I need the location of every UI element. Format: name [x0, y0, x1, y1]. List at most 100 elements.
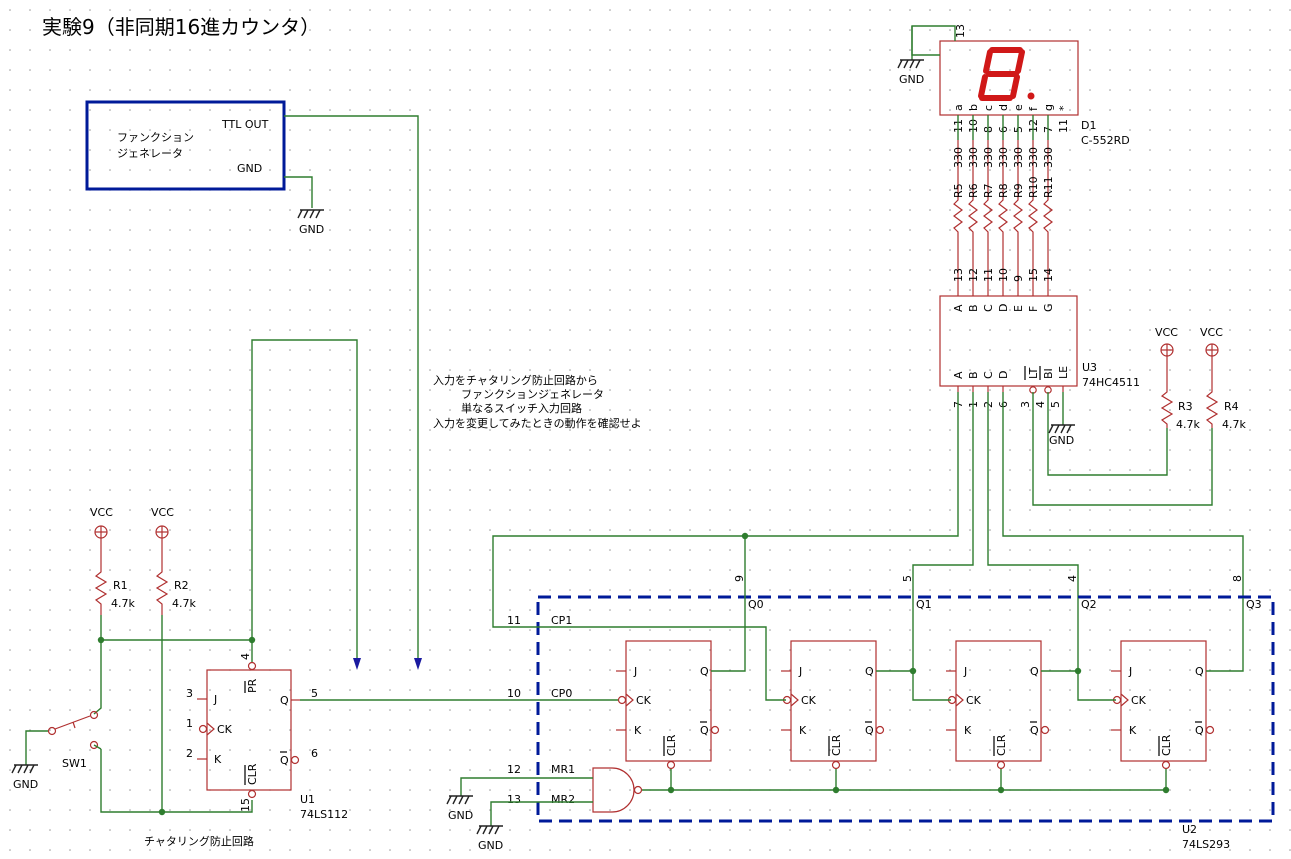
svg-text:74LS112: 74LS112	[300, 808, 348, 821]
svg-text:Q: Q	[1195, 724, 1204, 737]
u3-output-pin: 14	[1042, 268, 1055, 282]
svg-text:Q: Q	[700, 724, 709, 737]
r2-resistor: R2 4.7k	[155, 538, 196, 615]
resistor-ref: R7	[982, 183, 995, 198]
u2-part: 74LS293	[1182, 838, 1230, 851]
u2-output-name: Q2	[1081, 598, 1097, 611]
resistor-value: 330	[997, 147, 1010, 168]
vcc-symbol-r1: VCC	[90, 506, 113, 539]
u3-input-letter: B	[967, 371, 980, 379]
u2-output-pin: 5	[901, 575, 914, 582]
d1-segment-letter: e	[1012, 104, 1025, 111]
segment-resistor	[1013, 140, 1023, 296]
resistor-value: 330	[1042, 147, 1055, 168]
svg-text:Q: Q	[865, 665, 874, 678]
sw1-switch: SW1	[47, 710, 99, 770]
u3-control-pin: 3	[1019, 401, 1032, 408]
resistor-ref: R11	[1042, 176, 1055, 198]
svg-text:Q: Q	[1195, 665, 1204, 678]
svg-text:Q: Q	[865, 724, 874, 737]
resistor-ref: R9	[1012, 183, 1025, 198]
svg-text:入力を変更してみたときの動作を確認せよ: 入力を変更してみたときの動作を確認せよ	[433, 416, 642, 430]
svg-text:CP1: CP1	[551, 614, 572, 627]
svg-text:4.7k: 4.7k	[172, 597, 196, 610]
svg-text:15: 15	[239, 798, 252, 812]
d1-segment-letter: *	[1057, 105, 1070, 111]
function-generator: ファンクション ジェネレータ TTL OUT GND	[85, 100, 286, 191]
u3-control-letter: BI	[1042, 368, 1055, 379]
d1-seven-segment-display: 13 D1 C-552RD	[939, 24, 1130, 147]
u3-output-letter: D	[997, 304, 1010, 312]
svg-text:J: J	[213, 693, 217, 706]
svg-text:5: 5	[311, 687, 318, 700]
svg-text:CK: CK	[1131, 694, 1147, 707]
gnd-symbol-mr2: GND	[476, 825, 503, 852]
u2-ref: U2	[1182, 823, 1197, 836]
u3-part: 74HC4511	[1082, 376, 1140, 389]
svg-text:1: 1	[186, 717, 193, 730]
svg-text:GND: GND	[448, 809, 473, 822]
resistor-value: 330	[1012, 147, 1025, 168]
svg-text:2: 2	[186, 747, 193, 760]
svg-text:4.7k: 4.7k	[111, 597, 135, 610]
svg-text:13: 13	[507, 793, 521, 806]
svg-text:CK: CK	[966, 694, 982, 707]
u3-input-letter: A	[952, 371, 965, 379]
u2-output-pin: 4	[1066, 575, 1079, 582]
resistor-value: 330	[967, 147, 980, 168]
u3-output-letter: E	[1012, 305, 1025, 312]
segment-resistors: 330R513330R612330R711330R810330R99330R10…	[952, 115, 1055, 296]
u3-output-pin: 15	[1027, 268, 1040, 282]
svg-text:Q: Q	[700, 665, 709, 678]
svg-text:ファンクションジェネレータ: ファンクションジェネレータ	[461, 388, 604, 401]
svg-text:MR2: MR2	[551, 793, 575, 806]
svg-text:CK: CK	[801, 694, 817, 707]
d1-segment-letter: a	[952, 104, 965, 111]
fg-label-line2: ジェネレータ	[117, 147, 183, 160]
svg-text:CLR: CLR	[1160, 734, 1173, 756]
u2-output-name: Q0	[748, 598, 764, 611]
svg-text:CP0: CP0	[551, 687, 572, 700]
u3-output-pin: 11	[982, 268, 995, 282]
r1-resistor: R1 4.7k	[94, 538, 135, 615]
svg-text:単なるスイッチ入力回路: 単なるスイッチ入力回路	[461, 401, 582, 415]
svg-text:PR: PR	[246, 678, 259, 693]
u3-input-letter: C	[982, 371, 995, 379]
segment-resistor	[1028, 140, 1038, 296]
u3-control-letter: LT	[1027, 367, 1040, 379]
reset-nand-gate	[592, 767, 643, 813]
gnd-symbol-sw: GND	[11, 764, 38, 791]
u3-control-pin: 4	[1034, 401, 1047, 408]
resistor-ref: R8	[997, 183, 1010, 198]
u2-boundary	[536, 595, 1275, 823]
svg-text:Q: Q	[280, 754, 289, 767]
d1-segment-letter: c	[982, 105, 995, 111]
svg-text:MR1: MR1	[551, 763, 575, 776]
svg-text:K: K	[799, 724, 807, 737]
svg-text:11: 11	[507, 614, 521, 627]
segment-resistor	[953, 140, 963, 296]
svg-text:Q: Q	[280, 694, 289, 707]
svg-text:R4: R4	[1224, 400, 1239, 413]
u3-output-pin: 9	[1012, 275, 1025, 282]
svg-text:CK: CK	[217, 723, 233, 736]
svg-text:R1: R1	[113, 579, 128, 592]
vcc-symbol-r3: VCC	[1155, 326, 1178, 357]
svg-text:K: K	[214, 753, 222, 766]
svg-text:VCC: VCC	[1155, 326, 1178, 339]
d1-segment-letter: f	[1027, 106, 1040, 111]
resistor-value: 330	[982, 147, 995, 168]
d1-segment-letter: g	[1042, 104, 1055, 111]
fg-label-line1: ファンクション	[117, 131, 194, 144]
fg-gnd-label: GND	[237, 162, 262, 175]
svg-text:GND: GND	[899, 73, 924, 86]
resistor-ref: R10	[1027, 176, 1040, 198]
svg-text:K: K	[964, 724, 972, 737]
page-title: 実験9（非同期16進カウンタ）	[42, 15, 320, 39]
d1-segment-pin: 11	[1057, 119, 1070, 133]
svg-text:R2: R2	[174, 579, 189, 592]
